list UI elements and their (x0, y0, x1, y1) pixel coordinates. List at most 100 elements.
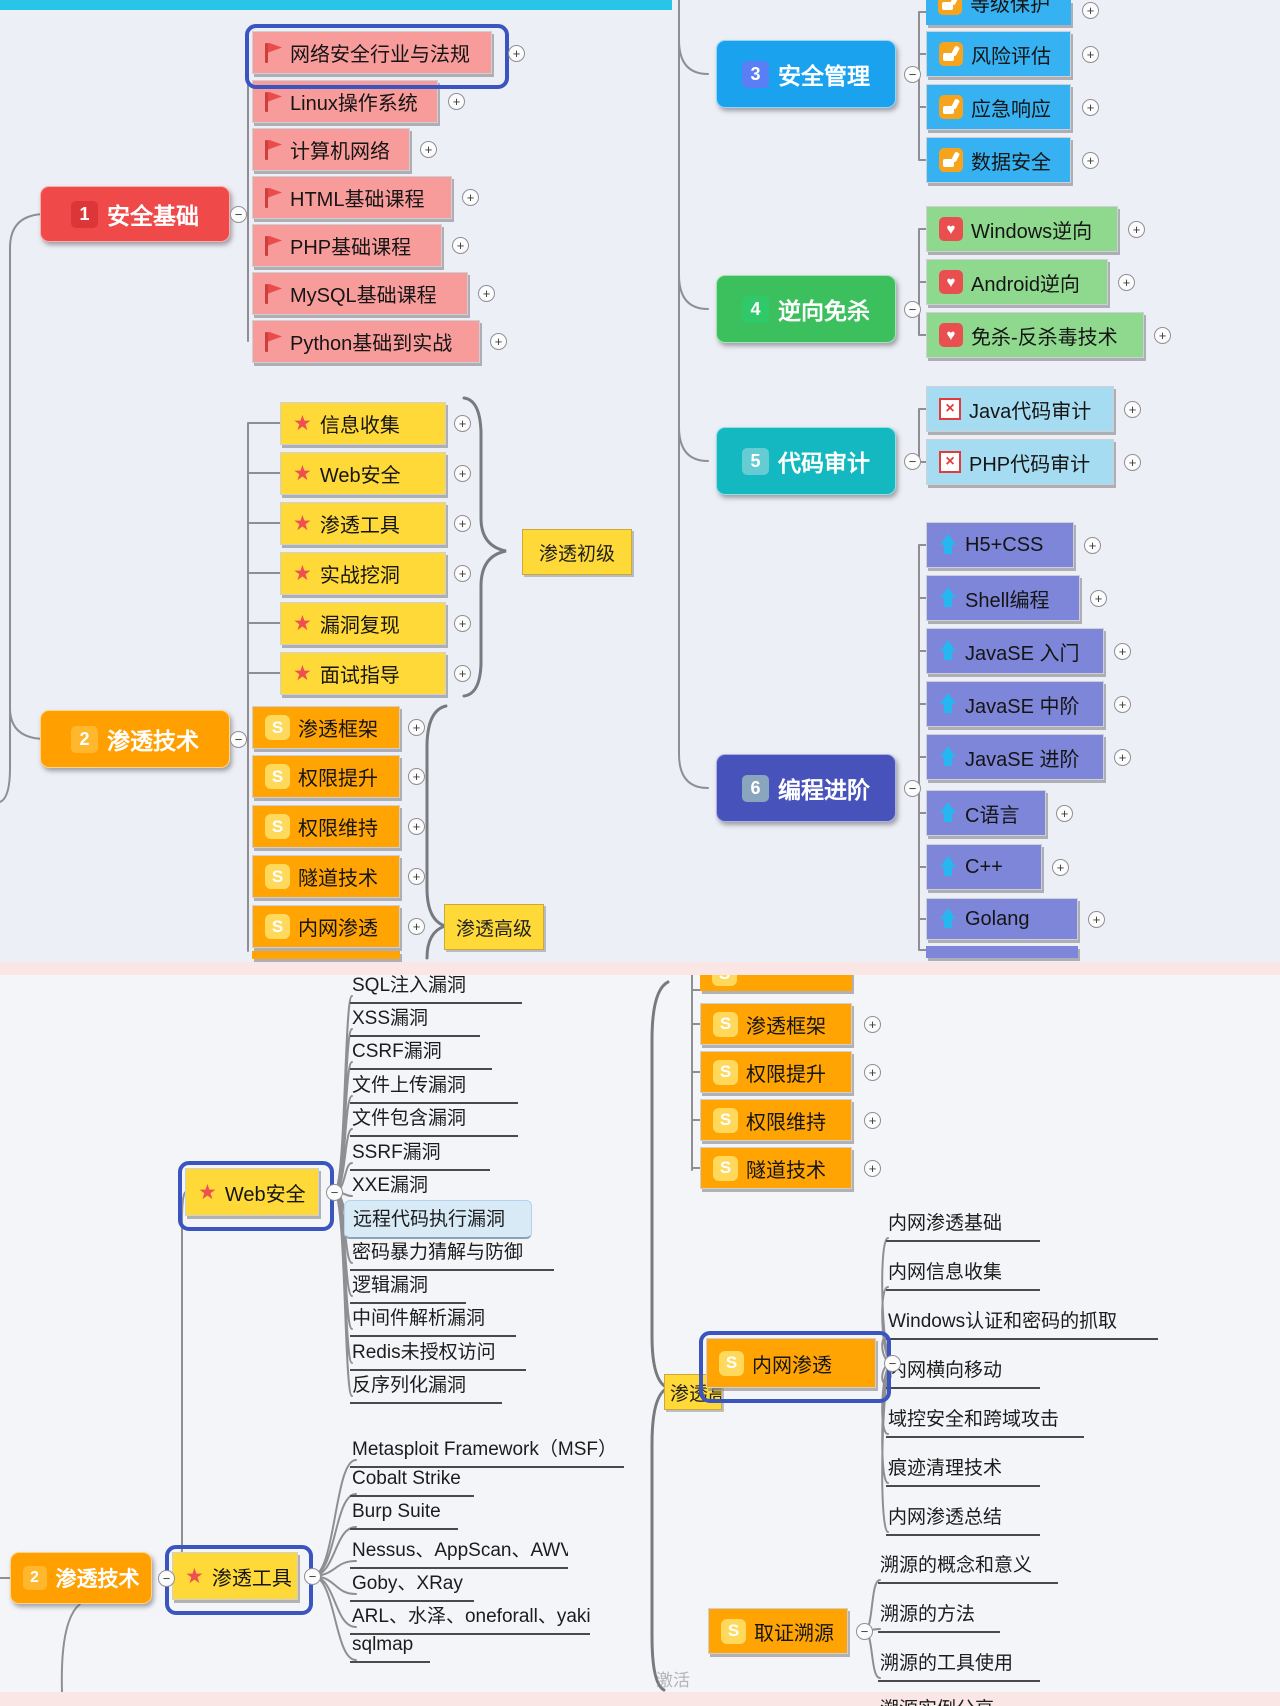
expand-icon[interactable]: + (478, 285, 495, 302)
expand-icon[interactable]: + (1118, 274, 1135, 291)
collapse-icon[interactable]: − (326, 1184, 343, 1201)
topic-av-bypass[interactable]: ♥免杀-反杀毒技术 (926, 312, 1144, 358)
expand-icon[interactable]: + (1124, 454, 1141, 471)
expand-icon[interactable]: + (864, 1064, 881, 1081)
topic-risk-assessment[interactable]: 风险评估 (926, 31, 1071, 77)
tool-item[interactable]: Cobalt Strike (350, 1468, 474, 1497)
vuln-item[interactable]: CSRF漏洞 (350, 1036, 492, 1070)
forensics-item[interactable]: 溯源的概念和意义 (878, 1550, 1058, 1584)
topic-android-reverse[interactable]: ♥Android逆向 (926, 259, 1108, 305)
expand-icon[interactable]: + (1088, 911, 1105, 928)
collapse-icon[interactable]: − (158, 1570, 175, 1587)
expand-icon[interactable]: + (1090, 590, 1107, 607)
topic-java-audit[interactable]: ×Java代码审计 (926, 386, 1114, 432)
collapse-icon[interactable]: − (856, 1623, 873, 1640)
expand-icon[interactable]: + (1052, 859, 1069, 876)
topic-mysql[interactable]: MySQL基础课程 (252, 272, 468, 315)
branch-pentest[interactable]: 2 渗透技术 (40, 710, 230, 768)
expand-icon[interactable]: + (1082, 46, 1099, 63)
vuln-item[interactable]: 文件包含漏洞 (350, 1103, 518, 1137)
intranet-item[interactable]: 内网渗透基础 (886, 1208, 1040, 1242)
topic-h5-css[interactable]: H5+CSS (926, 522, 1074, 568)
vuln-item[interactable]: XXE漏洞 (350, 1170, 486, 1204)
group-label-senior[interactable]: 渗透高级 (444, 904, 544, 950)
forensics-item[interactable]: 溯源的工具使用 (878, 1648, 1040, 1682)
tool-item[interactable]: sqlmap (350, 1634, 430, 1663)
intranet-item[interactable]: 域控安全和跨域攻击 (886, 1404, 1084, 1438)
topic-pentest-tools[interactable]: ★渗透工具 (280, 502, 446, 545)
expand-icon[interactable]: + (408, 719, 425, 736)
forensics-item[interactable]: 溯源的方法 (878, 1599, 1000, 1633)
topic-python[interactable]: Python基础到实战 (252, 320, 480, 363)
intranet-item[interactable]: Windows认证和密码的抓取 (886, 1306, 1158, 1340)
expand-icon[interactable]: + (454, 565, 471, 582)
tool-item[interactable]: Nessus、AppScan、AWVS (350, 1535, 568, 1569)
expand-icon[interactable]: + (408, 768, 425, 785)
vuln-item[interactable]: 文件上传漏洞 (350, 1070, 518, 1104)
expand-icon[interactable]: + (408, 868, 425, 885)
topic-networks[interactable]: 计算机网络 (252, 128, 410, 171)
vuln-item[interactable]: SQL注入漏洞 (350, 970, 522, 1004)
collapse-icon[interactable]: − (904, 780, 921, 797)
collapse-icon[interactable]: − (904, 66, 921, 83)
expand-icon[interactable]: + (408, 818, 425, 835)
tool-item[interactable]: ARL、水泽、oneforall、yakit (350, 1601, 590, 1635)
expand-icon[interactable]: + (454, 465, 471, 482)
expand-icon[interactable]: + (420, 141, 437, 158)
expand-icon[interactable]: + (1128, 221, 1145, 238)
topic-php[interactable]: PHP基础课程 (252, 224, 442, 267)
expand-icon[interactable]: + (508, 45, 525, 62)
topic-windows-reverse[interactable]: ♥Windows逆向 (926, 206, 1118, 252)
expand-icon[interactable]: + (1084, 537, 1101, 554)
intranet-item[interactable]: 内网横向移动 (886, 1355, 1040, 1389)
collapse-icon[interactable]: − (884, 1355, 901, 1372)
expand-icon[interactable]: + (448, 93, 465, 110)
topic-php-audit[interactable]: ×PHP代码审计 (926, 439, 1114, 485)
expand-icon[interactable]: + (454, 515, 471, 532)
branch-security-mgmt[interactable]: 3 安全管理 (716, 40, 896, 108)
collapse-icon[interactable]: − (904, 301, 921, 318)
expand-icon[interactable]: + (1114, 696, 1131, 713)
topic-javase-basic[interactable]: JavaSE 入门 (926, 628, 1104, 674)
topic-interview[interactable]: ★面试指导 (280, 652, 446, 695)
expand-icon[interactable]: + (1114, 749, 1131, 766)
tool-item[interactable]: Burp Suite (350, 1501, 458, 1530)
branch-reverse-av[interactable]: 4 逆向免杀 (716, 275, 896, 343)
expand-icon[interactable]: + (864, 1160, 881, 1177)
branch-code-audit[interactable]: 5 代码审计 (716, 427, 896, 495)
vuln-item[interactable]: 密码暴力猜解与防御 (350, 1237, 554, 1271)
group-label-junior[interactable]: 渗透初级 (522, 529, 632, 575)
topic-cybersec-law[interactable]: 网络安全行业与法规 (252, 31, 492, 74)
expand-icon[interactable]: + (1082, 2, 1099, 19)
collapse-icon[interactable]: − (230, 206, 247, 223)
branch-programming[interactable]: 6 编程进阶 (716, 754, 896, 822)
tool-item[interactable]: Goby、XRay (350, 1568, 474, 1602)
vuln-item[interactable]: SSRF漏洞 (350, 1137, 490, 1171)
expand-icon[interactable]: + (864, 1112, 881, 1129)
branch-security-basics[interactable]: 1 安全基础 (40, 186, 230, 242)
topic-linux[interactable]: Linux操作系统 (252, 80, 438, 123)
vuln-item[interactable]: 逻辑漏洞 (350, 1270, 466, 1304)
branch-pentest-bottom[interactable]: 2 渗透技术 (10, 1552, 152, 1604)
collapse-icon[interactable]: − (304, 1568, 321, 1585)
expand-icon[interactable]: + (454, 665, 471, 682)
topic-html[interactable]: HTML基础课程 (252, 176, 452, 219)
expand-icon[interactable]: + (1056, 805, 1073, 822)
topic-incident-response[interactable]: 应急响应 (926, 84, 1071, 130)
expand-icon[interactable]: + (1124, 401, 1141, 418)
expand-icon[interactable]: + (1082, 99, 1099, 116)
topic-pentest-tools-selected[interactable]: ★渗透工具 (172, 1552, 298, 1600)
expand-icon[interactable]: + (1114, 643, 1131, 660)
vuln-item[interactable]: XSS漏洞 (350, 1003, 480, 1037)
topic-level-protection-clipped[interactable]: 等级保护 (926, 0, 1071, 25)
topic-web-security[interactable]: ★Web安全 (280, 452, 446, 495)
topic-web-security-selected[interactable]: ★Web安全 (185, 1168, 319, 1216)
expand-icon[interactable]: + (408, 918, 425, 935)
topic-info-gathering[interactable]: ★信息收集 (280, 402, 446, 445)
